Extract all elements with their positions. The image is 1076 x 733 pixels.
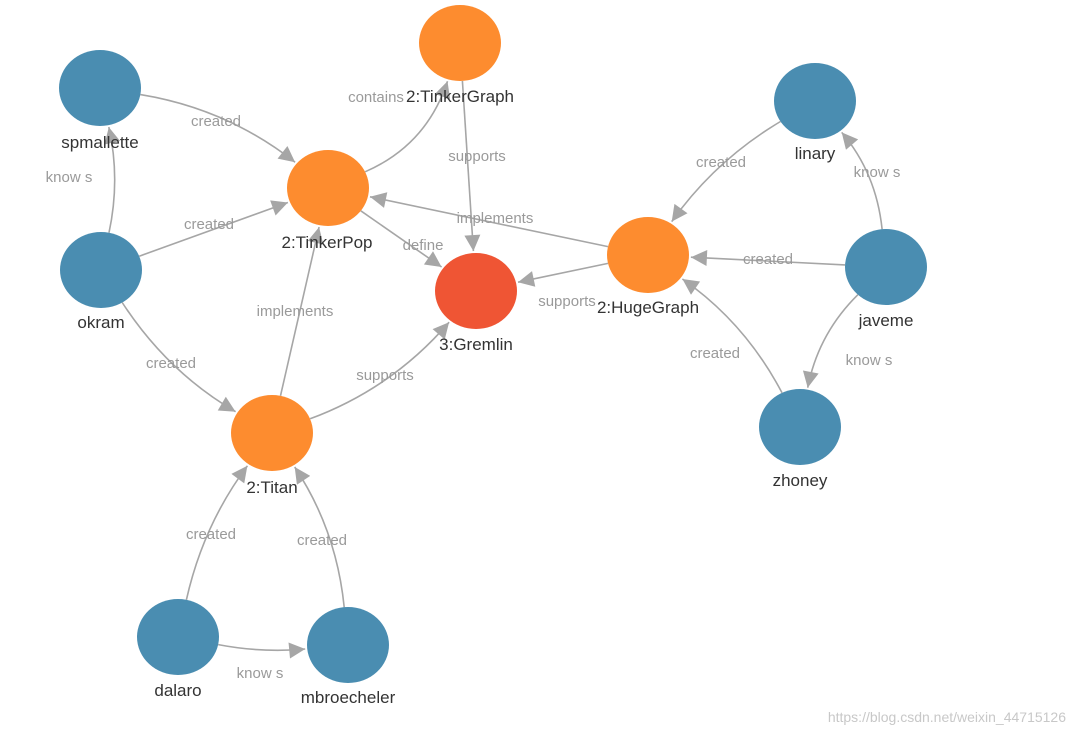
edge-tinkerpop-to-gremlin bbox=[360, 210, 443, 268]
node-label-titan: 2:Titan bbox=[246, 478, 297, 497]
edge-tinkergraph-to-gremlin bbox=[461, 80, 481, 252]
edge-label-linary-to-hugegraph: created bbox=[696, 154, 746, 171]
node-label-mbroecheler: mbroecheler bbox=[301, 688, 396, 707]
edge-label-spmallette-to-tinkerpop: created bbox=[191, 113, 241, 130]
node-titan[interactable] bbox=[231, 395, 313, 471]
edge-label-okram-to-titan: created bbox=[146, 355, 196, 372]
edge-okram-to-titan bbox=[121, 302, 237, 413]
node-hugegraph[interactable] bbox=[607, 217, 689, 293]
watermark-text: https://blog.csdn.net/weixin_44715126 bbox=[828, 709, 1066, 725]
nodes-layer bbox=[59, 5, 927, 683]
node-label-dalaro: dalaro bbox=[154, 681, 201, 700]
edge-okram-to-spmallette bbox=[104, 126, 121, 233]
node-label-zhoney: zhoney bbox=[773, 471, 828, 490]
node-spmallette[interactable] bbox=[59, 50, 141, 126]
node-label-tinkergraph: 2:TinkerGraph bbox=[406, 87, 514, 106]
edge-hugegraph-to-gremlin bbox=[517, 262, 609, 287]
edge-label-mbroecheler-to-titan: created bbox=[297, 532, 347, 549]
edge-titan-to-gremlin bbox=[309, 321, 450, 420]
node-labels-layer: spmallette okram dalaro mbroecheler linary ja… bbox=[61, 87, 913, 707]
node-okram[interactable] bbox=[60, 232, 142, 308]
edge-label-dalaro-to-mbroecheler: know s bbox=[237, 665, 284, 682]
edge-spmallette-to-tinkerpop bbox=[140, 93, 296, 163]
node-label-linary: linary bbox=[795, 144, 836, 163]
node-label-okram: okram bbox=[77, 313, 124, 332]
edge-label-titan-to-tinkerpop: implements bbox=[257, 303, 334, 320]
edge-titan-to-tinkerpop bbox=[279, 226, 324, 396]
edge-tinkerpop-to-tinkergraph bbox=[364, 81, 451, 173]
node-mbroecheler[interactable] bbox=[307, 607, 389, 683]
node-gremlin[interactable] bbox=[435, 253, 517, 329]
node-label-gremlin: 3:Gremlin bbox=[439, 335, 513, 354]
node-dalaro[interactable] bbox=[137, 599, 219, 675]
node-zhoney[interactable] bbox=[759, 389, 841, 465]
node-label-hugegraph: 2:HugeGraph bbox=[597, 298, 699, 317]
edge-label-okram-to-spmallette: know s bbox=[46, 169, 93, 186]
edge-label-hugegraph-to-gremlin: supports bbox=[538, 293, 596, 310]
edge-javeme-to-zhoney bbox=[802, 294, 859, 388]
edge-label-okram-to-tinkerpop: created bbox=[184, 216, 234, 233]
node-label-spmallette: spmallette bbox=[61, 133, 138, 152]
edge-label-tinkerpop-to-gremlin: define bbox=[403, 237, 444, 254]
edge-labels-layer: created know s created created contains suppo… bbox=[46, 89, 901, 682]
edge-javeme-to-linary bbox=[841, 131, 883, 230]
edge-javeme-to-hugegraph bbox=[690, 250, 846, 266]
edge-label-dalaro-to-titan: created bbox=[186, 526, 236, 543]
edge-label-javeme-to-linary: know s bbox=[854, 164, 901, 181]
edge-linary-to-hugegraph bbox=[671, 120, 781, 223]
edge-label-tinkergraph-to-gremlin: supports bbox=[448, 148, 506, 165]
node-tinkergraph[interactable] bbox=[419, 5, 501, 81]
edge-dalaro-to-titan bbox=[185, 465, 249, 600]
node-label-javeme: javeme bbox=[858, 311, 914, 330]
node-label-tinkerpop: 2:TinkerPop bbox=[281, 233, 372, 252]
edge-okram-to-tinkerpop bbox=[138, 200, 289, 257]
edge-zhoney-to-hugegraph bbox=[681, 278, 783, 394]
node-tinkerpop[interactable] bbox=[287, 150, 369, 226]
edge-label-javeme-to-hugegraph: created bbox=[743, 251, 793, 268]
node-javeme[interactable] bbox=[845, 229, 927, 305]
edge-mbroecheler-to-titan bbox=[294, 466, 345, 608]
edge-label-javeme-to-zhoney: know s bbox=[846, 352, 893, 369]
edge-hugegraph-to-tinkerpop bbox=[369, 192, 609, 248]
edge-label-titan-to-gremlin: supports bbox=[356, 367, 414, 384]
edge-label-zhoney-to-hugegraph: created bbox=[690, 345, 740, 362]
edge-label-hugegraph-to-tinkerpop: implements bbox=[457, 210, 534, 227]
edges-layer bbox=[104, 80, 883, 659]
node-linary[interactable] bbox=[774, 63, 856, 139]
edge-dalaro-to-mbroecheler bbox=[218, 642, 306, 659]
edge-label-tinkerpop-to-tinkergraph: contains bbox=[348, 89, 404, 106]
